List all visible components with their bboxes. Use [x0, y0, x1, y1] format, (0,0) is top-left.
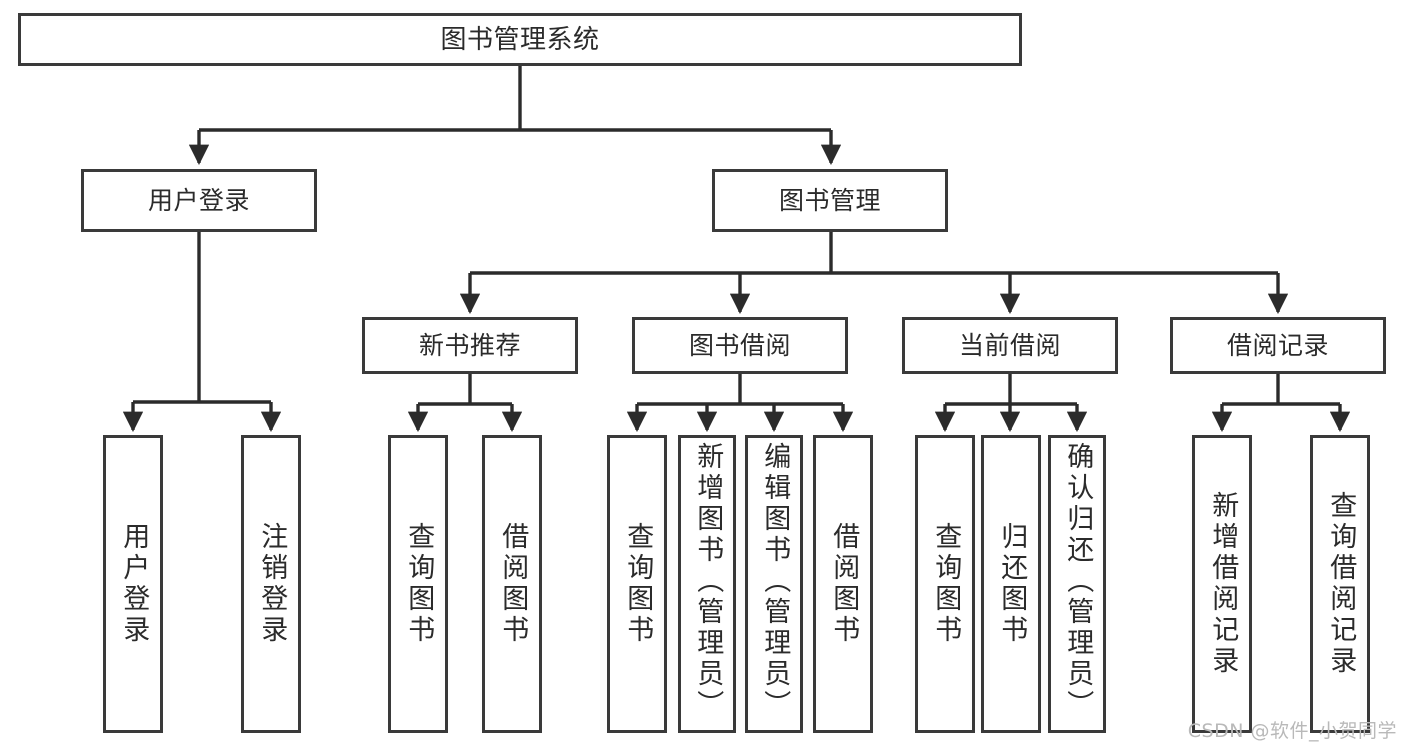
watermark-text: CSDN @软件_小贺同学 — [1187, 720, 1397, 742]
leaf-user-logout[interactable]: 注销登录 — [241, 435, 301, 733]
leaf-query-book-current[interactable]: 查询图书 — [915, 435, 975, 733]
node-user-login[interactable]: 用户登录 — [81, 169, 317, 232]
leaf-borrow-book-borrow[interactable]: 借阅图书 — [813, 435, 873, 733]
node-label: 图书管理 — [778, 186, 881, 215]
node-current-borrow[interactable]: 当前借阅 — [902, 317, 1118, 374]
node-new-book-recommend[interactable]: 新书推荐 — [362, 317, 578, 374]
node-label: 注销登录 — [256, 522, 288, 646]
leaf-borrow-book-recommend[interactable]: 借阅图书 — [482, 435, 542, 733]
leaf-add-book-admin[interactable]: 新增图书（管理员） — [678, 435, 736, 733]
node-label: 编辑图书（管理员） — [759, 442, 791, 721]
node-label: 借阅记录 — [1226, 331, 1329, 360]
node-label: 借阅图书 — [497, 522, 529, 646]
leaf-edit-book-admin[interactable]: 编辑图书（管理员） — [745, 435, 803, 733]
node-label: 查询图书 — [622, 522, 654, 646]
node-label: 新增借阅记录 — [1207, 491, 1239, 677]
leaf-query-borrow-record[interactable]: 查询借阅记录 — [1310, 435, 1370, 733]
leaf-query-book-borrow[interactable]: 查询图书 — [607, 435, 667, 733]
node-borrow-record[interactable]: 借阅记录 — [1170, 317, 1386, 374]
node-label: 新书推荐 — [418, 331, 521, 360]
node-book-borrow[interactable]: 图书借阅 — [632, 317, 848, 374]
node-label: 图书管理系统 — [440, 24, 600, 55]
node-label: 查询借阅记录 — [1325, 491, 1357, 677]
leaf-user-login[interactable]: 用户登录 — [103, 435, 163, 733]
node-label: 查询图书 — [403, 522, 435, 646]
node-label: 新增图书（管理员） — [692, 442, 724, 721]
leaf-return-book[interactable]: 归还图书 — [981, 435, 1041, 733]
node-label: 图书借阅 — [688, 331, 791, 360]
leaf-confirm-return-admin[interactable]: 确认归还（管理员） — [1048, 435, 1106, 733]
leaf-add-borrow-record[interactable]: 新增借阅记录 — [1192, 435, 1252, 733]
node-label: 确认归还（管理员） — [1062, 442, 1094, 721]
node-label: 当前借阅 — [958, 331, 1061, 360]
node-book-manage[interactable]: 图书管理 — [712, 169, 948, 232]
node-label: 用户登录 — [118, 522, 150, 646]
leaf-query-book-recommend[interactable]: 查询图书 — [388, 435, 448, 733]
node-label: 借阅图书 — [828, 522, 860, 646]
node-label: 归还图书 — [996, 522, 1028, 646]
node-label: 用户登录 — [147, 186, 250, 215]
node-root-system[interactable]: 图书管理系统 — [18, 13, 1022, 66]
node-label: 查询图书 — [930, 522, 962, 646]
